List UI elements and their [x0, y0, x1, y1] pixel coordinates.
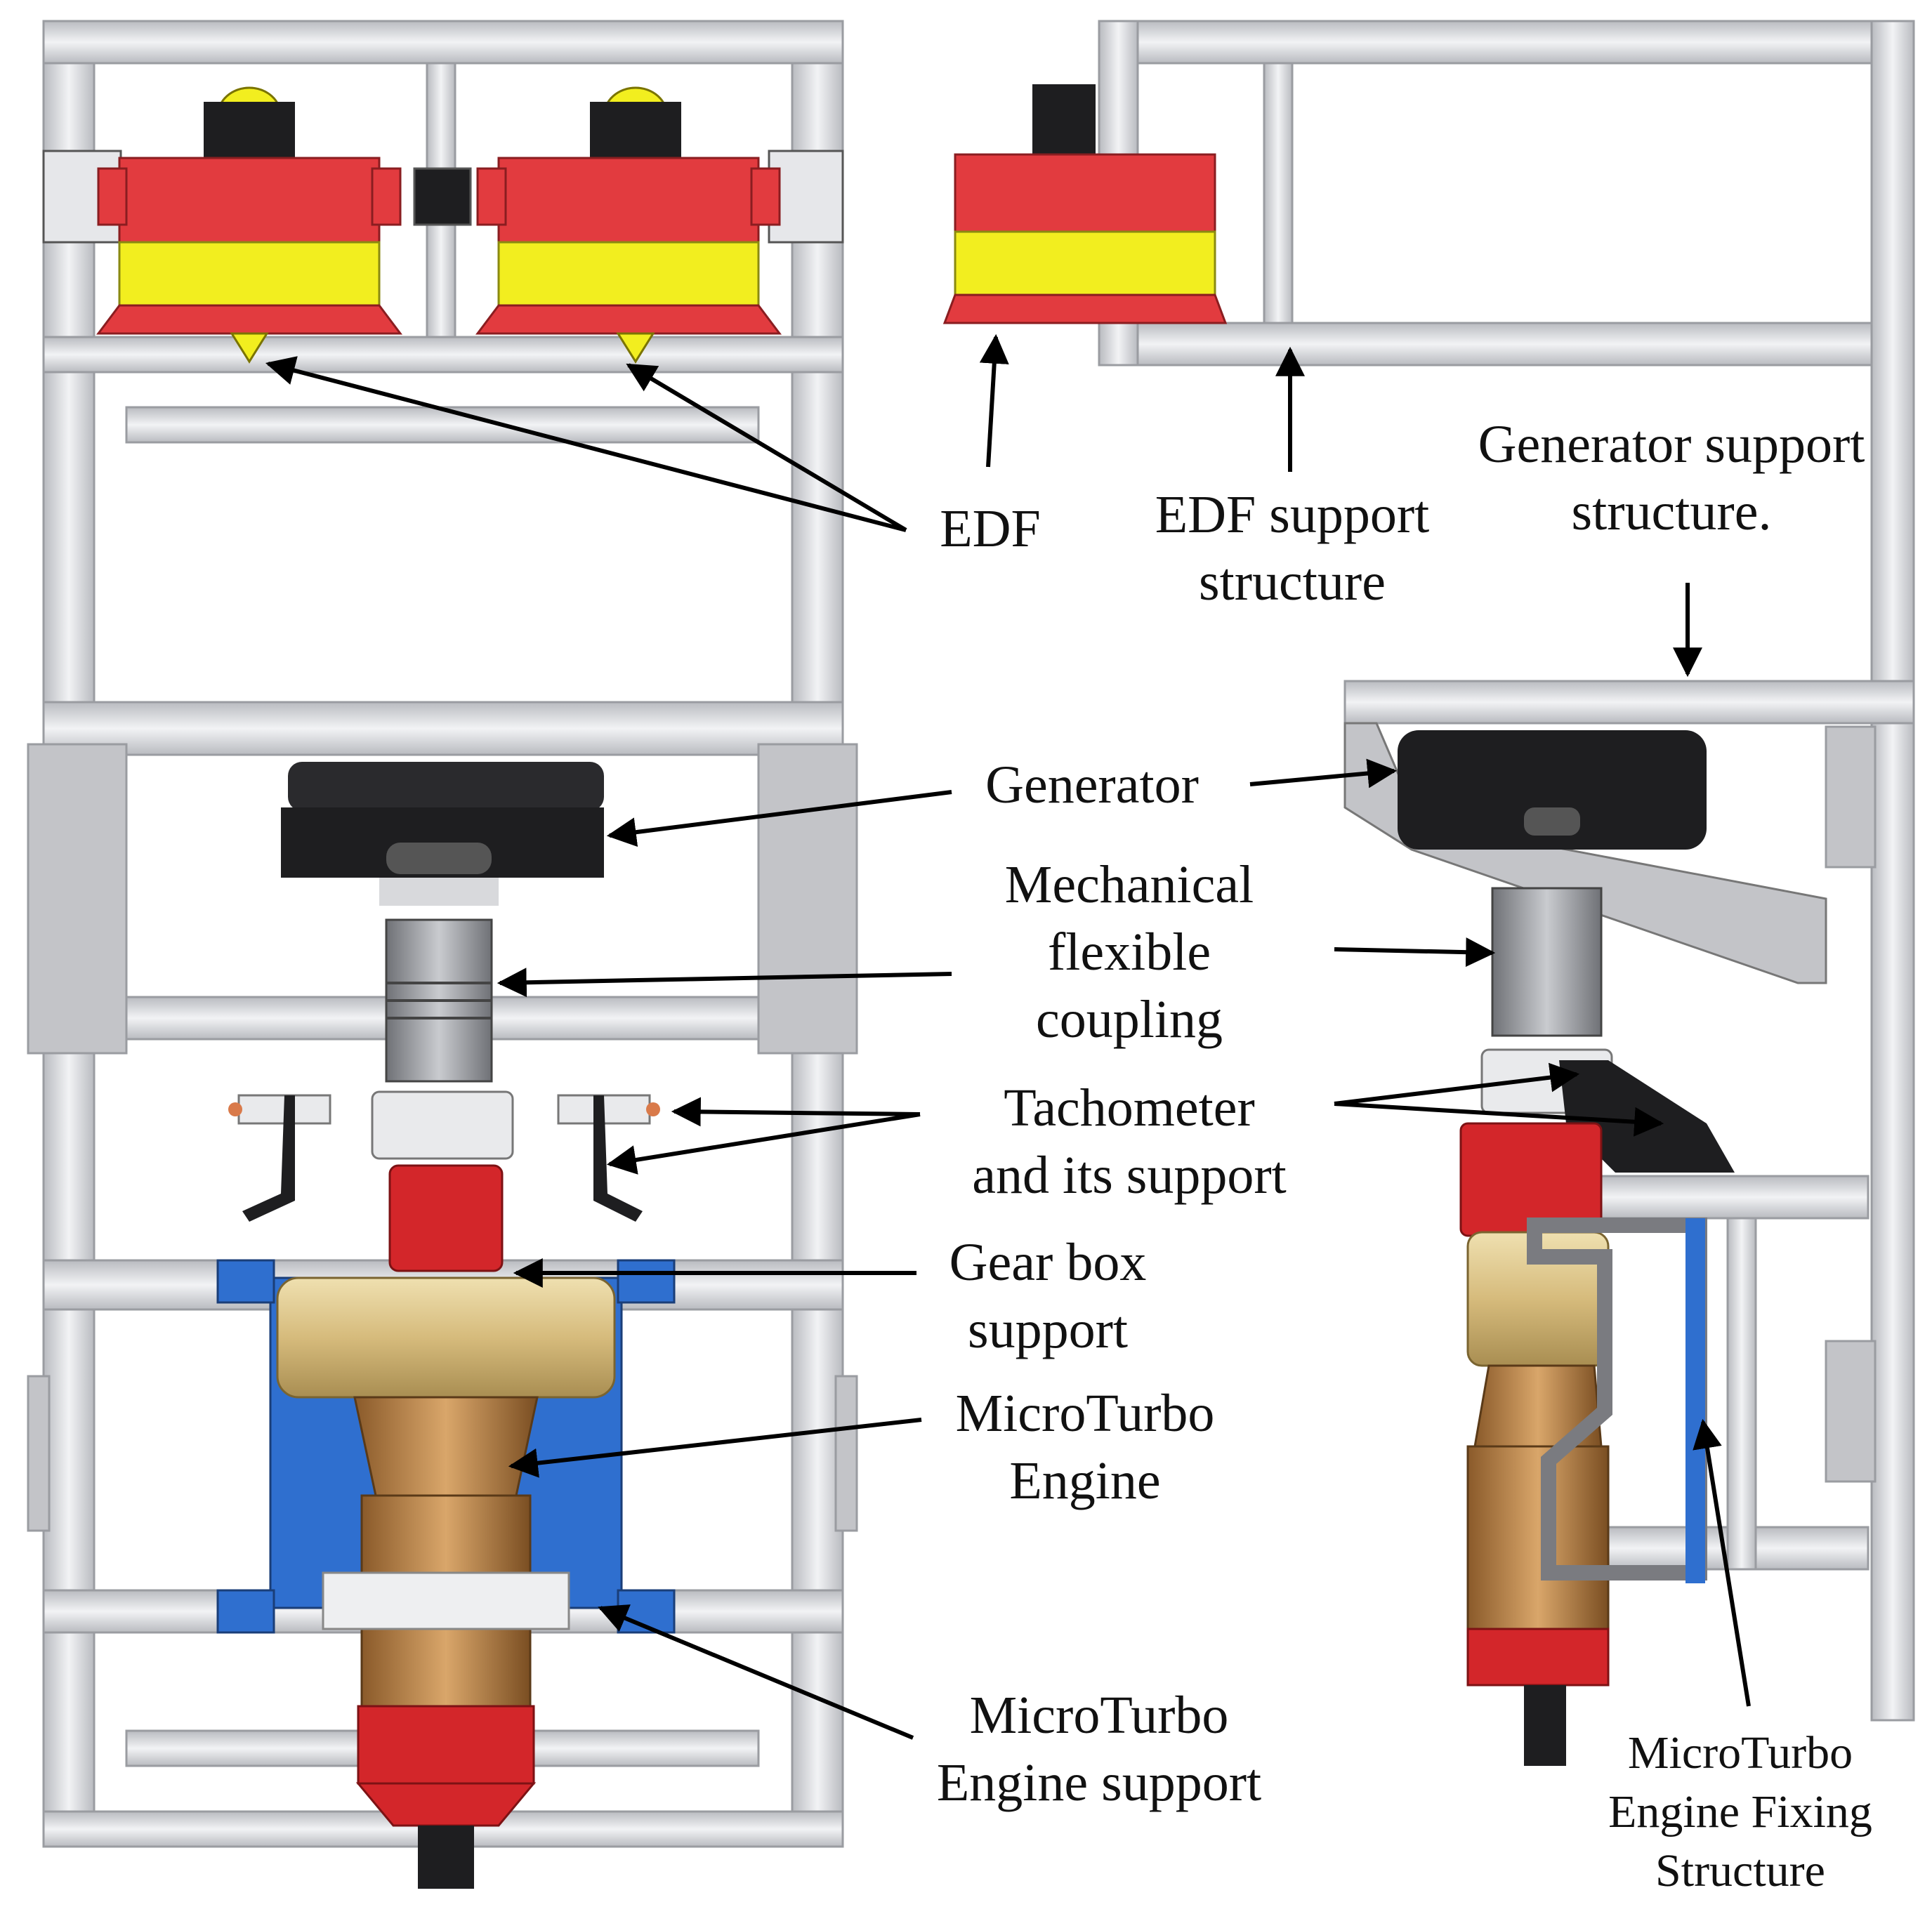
label-microturbo-engine-fixing-structure: MicroTurbo Engine Fixing Structure: [1608, 1724, 1872, 1901]
label-line: Generator: [985, 755, 1199, 814]
label-line: Gear box: [949, 1233, 1147, 1292]
label-line: Engine Fixing: [1608, 1786, 1872, 1837]
right-generator-support: [1343, 722, 1827, 984]
label-generator: Generator: [985, 751, 1199, 819]
label-edf-support-structure: EDF support structure: [1155, 481, 1430, 616]
label-line: structure.: [1571, 482, 1772, 541]
label-line: Mechanical: [1004, 855, 1254, 914]
label-line: Generator support: [1478, 415, 1865, 474]
left-engine: [322, 1396, 570, 1889]
right-edf: [942, 84, 1228, 324]
arrow-engine-fixing: [1693, 1418, 1751, 1707]
label-line: flexible: [1047, 923, 1211, 982]
label-line: Tachometer: [1004, 1078, 1255, 1137]
label-line: MicroTurbo: [955, 1384, 1215, 1443]
label-line: EDF support: [1155, 485, 1430, 544]
frame-post: [1726, 1217, 1757, 1571]
frame-post: [1870, 20, 1915, 1722]
arrow-tachometer-left-b: [606, 1112, 921, 1175]
right-engine-fixing: [1527, 1218, 1707, 1583]
label-line: Engine support: [936, 1753, 1262, 1812]
left-tachometer-sensor: [228, 1094, 660, 1222]
arrow-edf-right: [626, 363, 907, 532]
frame-post: [1263, 62, 1294, 324]
arrow-generator-left: [606, 790, 952, 847]
frame-post: [27, 1375, 51, 1532]
arrow-edf-left: [265, 356, 907, 532]
label-microturbo-engine-support: MicroTurbo Engine support: [937, 1682, 1261, 1816]
label-line: Engine: [1009, 1451, 1161, 1510]
frame-post: [834, 1375, 858, 1532]
label-line: MicroTurbo: [969, 1686, 1229, 1745]
label-edf: EDF: [940, 495, 1041, 562]
left-generator: [281, 762, 604, 906]
label-line: Structure: [1655, 1845, 1825, 1896]
edf-unit: [96, 86, 402, 364]
arrow-tachometer-left-a: [671, 1097, 921, 1127]
frame-plate: [1825, 1340, 1877, 1483]
label-microturbo-engine: MicroTurbo Engine: [956, 1380, 1215, 1515]
frame-rail: [1098, 20, 1873, 65]
arrow-engine: [508, 1418, 922, 1478]
left-gearbox: [388, 1164, 504, 1272]
arrow-tachometer-right-a: [1334, 1062, 1580, 1106]
left-tachometer-hub: [371, 1090, 514, 1160]
arrow-coupling-right: [1334, 937, 1496, 968]
frame-rail: [42, 336, 844, 374]
frame-post: [27, 743, 128, 1055]
edf-unit: [475, 86, 782, 364]
label-line: support: [967, 1300, 1128, 1359]
label-tachometer: Tachometer and its support: [972, 1074, 1287, 1209]
frame-post: [757, 743, 858, 1055]
frame-rail: [42, 20, 844, 65]
frame-rail: [42, 701, 844, 756]
label-line: MicroTurbo: [1627, 1727, 1853, 1779]
arrow-coupling-left: [497, 968, 952, 998]
frame-rail: [125, 406, 760, 444]
right-frame: [1098, 20, 1915, 1722]
frame-plate: [1825, 725, 1877, 869]
label-line: EDF: [940, 499, 1041, 558]
frame-rail: [1343, 680, 1915, 725]
left-gold-casing: [276, 1276, 616, 1399]
arrow-engine-support: [598, 1604, 914, 1740]
label-line: structure: [1199, 553, 1386, 612]
arrow-edf-side: [979, 334, 1009, 468]
edf-center-bracket: [413, 167, 472, 226]
frame-rail: [1098, 322, 1873, 367]
label-line: coupling: [1036, 990, 1223, 1049]
label-gear-box-support: Gear box support: [949, 1229, 1147, 1364]
label-generator-support-structure: Generator support structure.: [1478, 411, 1865, 546]
arrow-generator-right: [1249, 758, 1398, 788]
label-mechanical-flexible-coupling: Mechanical flexible coupling: [1005, 851, 1254, 1053]
left-coupling: [385, 918, 493, 1083]
annotation-arrows: [265, 334, 1751, 1740]
label-line: and its support: [972, 1146, 1287, 1205]
arrow-tachometer-right-b: [1334, 1102, 1664, 1137]
